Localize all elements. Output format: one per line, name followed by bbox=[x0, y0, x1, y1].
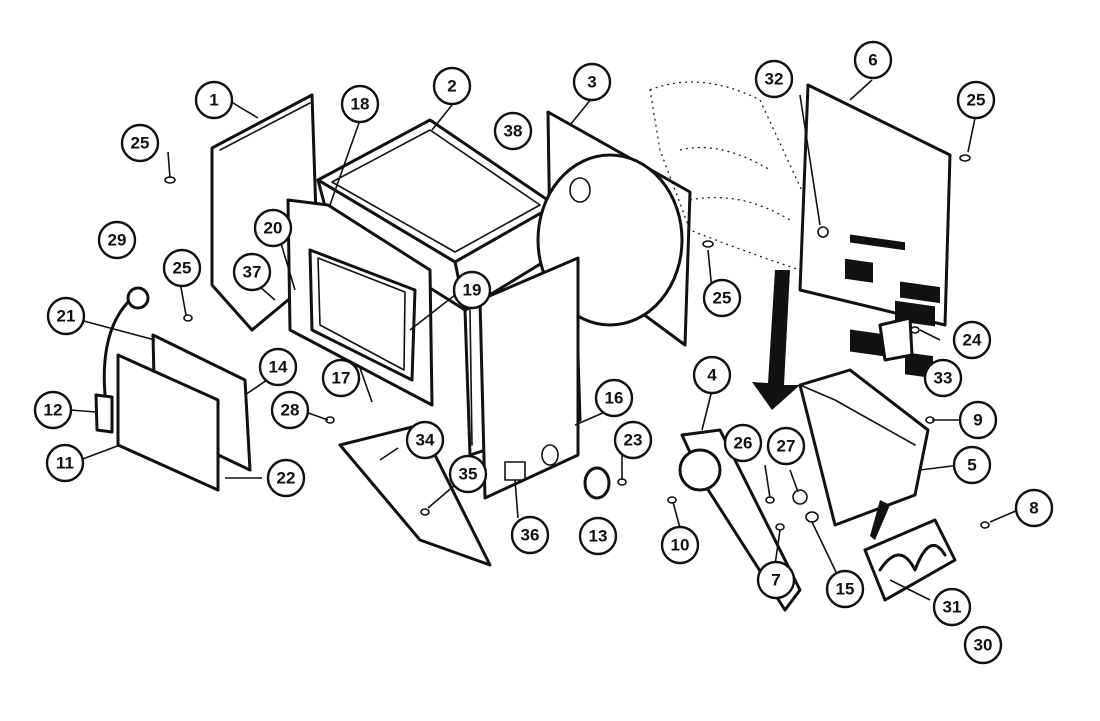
callout-4: 4 bbox=[692, 355, 732, 395]
callout-33-label: 33 bbox=[934, 369, 953, 388]
callout-8-label: 8 bbox=[1029, 499, 1038, 518]
callout-1: 1 bbox=[194, 80, 234, 120]
callout-23: 23 bbox=[613, 420, 653, 460]
callout-29-label: 29 bbox=[108, 231, 127, 250]
callout-5: 5 bbox=[952, 445, 992, 485]
callout-19-label: 19 bbox=[463, 281, 482, 300]
callout-32-label: 32 bbox=[765, 70, 784, 89]
callout-38: 38 bbox=[493, 111, 533, 151]
callout-21-label: 21 bbox=[57, 307, 76, 326]
rear-panel bbox=[798, 83, 952, 379]
callout-26-label: 26 bbox=[734, 434, 753, 453]
callout-17: 17 bbox=[321, 358, 361, 398]
callout-12-label: 12 bbox=[44, 401, 63, 420]
callout-3: 3 bbox=[572, 62, 612, 102]
door-assembly bbox=[94, 286, 252, 492]
callout-10: 10 bbox=[660, 525, 700, 565]
side-panel-right-lower bbox=[478, 256, 580, 500]
callout-2: 2 bbox=[432, 66, 472, 106]
callout-27-label: 27 bbox=[777, 437, 796, 456]
callout-38-label: 38 bbox=[504, 122, 523, 141]
front-door-frame bbox=[286, 198, 434, 407]
callout-21: 21 bbox=[46, 296, 86, 336]
callout-27: 27 bbox=[766, 426, 806, 466]
callout-17-label: 17 bbox=[332, 369, 351, 388]
callout-37-label: 37 bbox=[243, 263, 262, 282]
callout-36-label: 36 bbox=[521, 526, 540, 545]
callout-25-label: 25 bbox=[967, 91, 986, 110]
callout-25-label: 25 bbox=[131, 134, 150, 153]
callout-26: 26 bbox=[723, 423, 763, 463]
callout-24-label: 24 bbox=[963, 331, 982, 350]
callout-37: 37 bbox=[232, 252, 272, 292]
callout-15: 15 bbox=[825, 569, 865, 609]
callout-34-label: 34 bbox=[416, 431, 435, 450]
callout-33: 33 bbox=[923, 358, 963, 398]
callout-16: 16 bbox=[594, 378, 634, 418]
callout-9-label: 9 bbox=[973, 411, 982, 430]
callout-7: 7 bbox=[756, 560, 796, 600]
callout-14: 14 bbox=[258, 347, 298, 387]
callout-35-label: 35 bbox=[459, 465, 478, 484]
callout-34: 34 bbox=[405, 420, 445, 460]
callout-31: 31 bbox=[932, 587, 972, 627]
callout-10-label: 10 bbox=[671, 536, 690, 555]
callout-7-label: 7 bbox=[771, 571, 780, 590]
callout-36: 36 bbox=[510, 515, 550, 555]
callout-23-label: 23 bbox=[624, 431, 643, 450]
callout-31-label: 31 bbox=[943, 598, 962, 617]
callout-19: 19 bbox=[452, 270, 492, 310]
callout-25-label: 25 bbox=[173, 259, 192, 278]
assembly-arrows bbox=[752, 270, 890, 540]
callout-13: 13 bbox=[578, 516, 618, 556]
callout-28-label: 28 bbox=[281, 401, 300, 420]
bracket bbox=[878, 316, 914, 362]
callout-12: 12 bbox=[33, 390, 73, 430]
callout-2-label: 2 bbox=[447, 77, 456, 96]
callout-6: 6 bbox=[853, 40, 893, 80]
callout-29: 29 bbox=[97, 220, 137, 260]
leader-lines bbox=[69, 79, 1019, 601]
callout-14-label: 14 bbox=[269, 358, 288, 377]
round-cap bbox=[583, 466, 611, 500]
callout-28: 28 bbox=[270, 390, 310, 430]
callout-4-label: 4 bbox=[707, 366, 717, 385]
callout-25-left-top: 25 bbox=[120, 123, 160, 163]
callout-25-label: 25 bbox=[713, 289, 732, 308]
callout-25-right: 25 bbox=[956, 80, 996, 120]
callout-20: 20 bbox=[253, 208, 293, 248]
callout-30: 30 bbox=[963, 625, 1003, 665]
callout-32: 32 bbox=[754, 59, 794, 99]
callout-25-left-mid: 25 bbox=[162, 248, 202, 288]
callout-13-label: 13 bbox=[589, 527, 608, 546]
callout-30-label: 30 bbox=[974, 636, 993, 655]
toe-panel bbox=[338, 423, 492, 567]
callout-8: 8 bbox=[1014, 488, 1054, 528]
callout-35: 35 bbox=[448, 454, 488, 494]
heater-box bbox=[798, 368, 930, 527]
callout-20-label: 20 bbox=[264, 219, 283, 238]
callout-11-label: 11 bbox=[56, 454, 74, 473]
callout-1-label: 1 bbox=[209, 91, 218, 110]
callout-18: 18 bbox=[340, 84, 380, 124]
callout-16-label: 16 bbox=[605, 389, 624, 408]
callout-5-label: 5 bbox=[967, 456, 976, 475]
callout-22-label: 22 bbox=[277, 469, 296, 488]
callout-22: 22 bbox=[266, 458, 306, 498]
callout-9: 9 bbox=[958, 400, 998, 440]
callout-15-label: 15 bbox=[836, 580, 855, 599]
callout-24: 24 bbox=[952, 320, 992, 360]
callout-25-center: 25 bbox=[702, 278, 742, 318]
callout-3-label: 3 bbox=[587, 73, 596, 92]
terminal-plate bbox=[863, 518, 957, 602]
callout-11: 11 bbox=[45, 443, 85, 483]
callout-18-label: 18 bbox=[351, 95, 370, 114]
callout-6-label: 6 bbox=[868, 51, 877, 70]
